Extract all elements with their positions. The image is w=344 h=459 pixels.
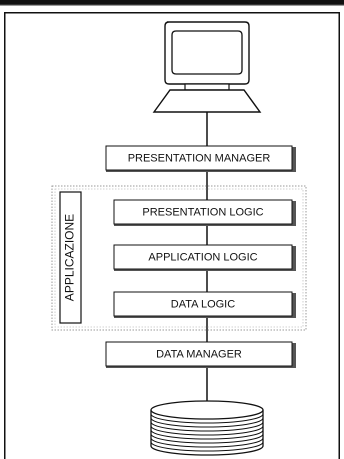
applicazione-label-box: APPLICAZIONE [59,191,82,324]
presentation-logic-box: PRESENTATION LOGIC [113,199,296,226]
presentation-manager-label: PRESENTATION MANAGER [128,152,271,164]
applicazione-group [51,185,307,331]
data-logic-label: DATA LOGIC [171,298,235,310]
presentation-logic-label: PRESENTATION LOGIC [142,206,263,218]
data-manager-box: DATA MANAGER [105,341,296,368]
applicazione-label: APPLICAZIONE [63,214,77,301]
presentation-manager-box: PRESENTATION MANAGER [105,145,296,172]
application-logic-label: APPLICATION LOGIC [148,251,257,263]
database-disk-stack-icon [150,400,264,456]
data-logic-box: DATA LOGIC [113,291,296,318]
data-manager-label: DATA MANAGER [156,348,242,360]
application-logic-box: APPLICATION LOGIC [113,244,296,271]
computer-terminal-icon [152,21,262,113]
